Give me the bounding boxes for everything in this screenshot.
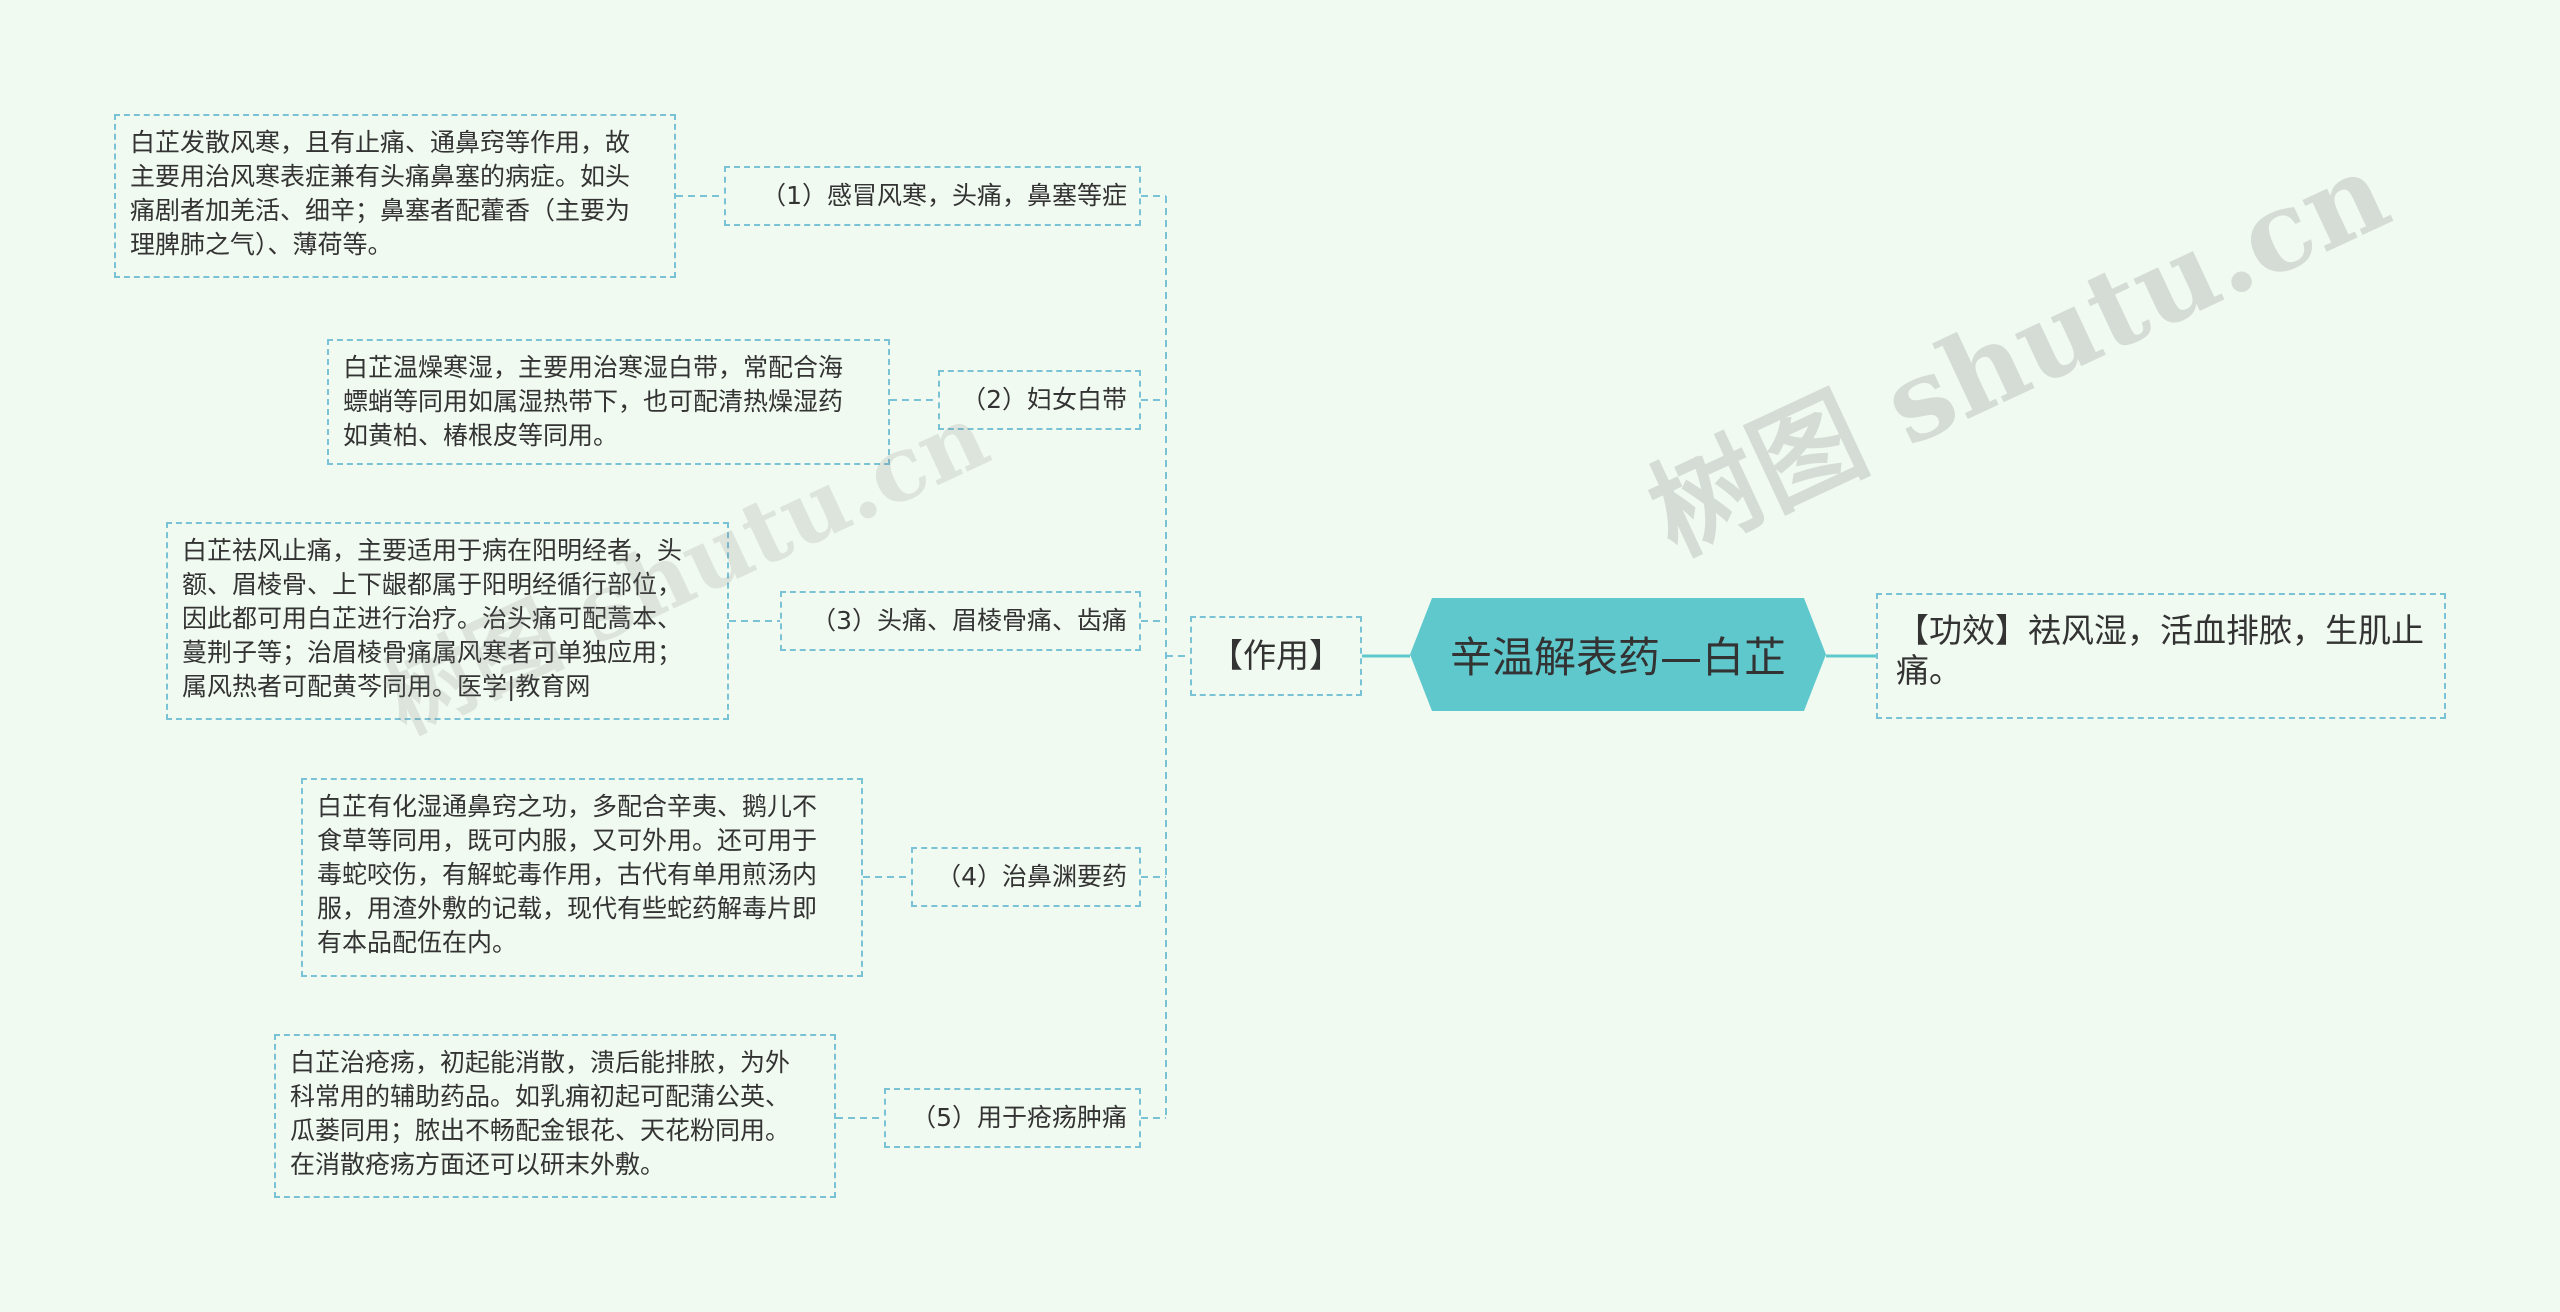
branch-node-4[interactable]: （4）治鼻渊要药 (911, 847, 1141, 907)
detail-node-4[interactable]: 白芷有化湿通鼻窍之功，多配合辛夷、鹅儿不 食草等同用，既可内服，又可外用。还可用… (301, 778, 863, 977)
center-shape (1410, 598, 1826, 711)
detail-node-5[interactable]: 白芷治疮疡，初起能消散，溃后能排脓，为外 科常用的辅助药品。如乳痈初起可配蒲公英… (274, 1034, 836, 1198)
detail-node-3[interactable]: 白芷祛风止痛，主要适用于病在阳明经者，头 额、眉棱骨、上下龈都属于阳明经循行部位… (166, 522, 729, 720)
branch-label-4: （4）治鼻渊要药 (936, 862, 1127, 891)
branch-node-3[interactable]: （3）头痛、眉棱骨痛、齿痛 (780, 591, 1141, 651)
branch-node-1[interactable]: （1）感冒风寒，头痛，鼻塞等症 (724, 166, 1141, 226)
branch-node-5[interactable]: （5）用于疮疡肿痛 (884, 1088, 1141, 1148)
right-node-gongxiao[interactable]: 【功效】祛风湿，活血排脓，生肌止痛。 (1876, 593, 2446, 719)
mid-node-zuoyong[interactable]: 【作用】 (1190, 616, 1362, 696)
branch-label-3: （3）头痛、眉棱骨痛、齿痛 (811, 606, 1127, 635)
branch-label-1: （1）感冒风寒，头痛，鼻塞等症 (761, 181, 1127, 210)
branch-node-2[interactable]: （2）妇女白带 (938, 370, 1141, 430)
branch-label-5: （5）用于疮疡肿痛 (911, 1103, 1127, 1132)
branch-label-2: （2）妇女白带 (961, 385, 1127, 414)
detail-node-1[interactable]: 白芷发散风寒，且有止痛、通鼻窍等作用，故 主要用治风寒表症兼有头痛鼻塞的病症。如… (114, 114, 676, 278)
center-node[interactable]: 辛温解表药—白芷 (1410, 598, 1826, 711)
center-title: 辛温解表药—白芷 (1449, 633, 1786, 682)
detail-node-2[interactable]: 白芷温燥寒湿，主要用治寒湿白带，常配合海 螵蛸等同用如属湿热带下，也可配清热燥湿… (327, 339, 890, 465)
mid-label: 【作用】 (1210, 636, 1342, 675)
